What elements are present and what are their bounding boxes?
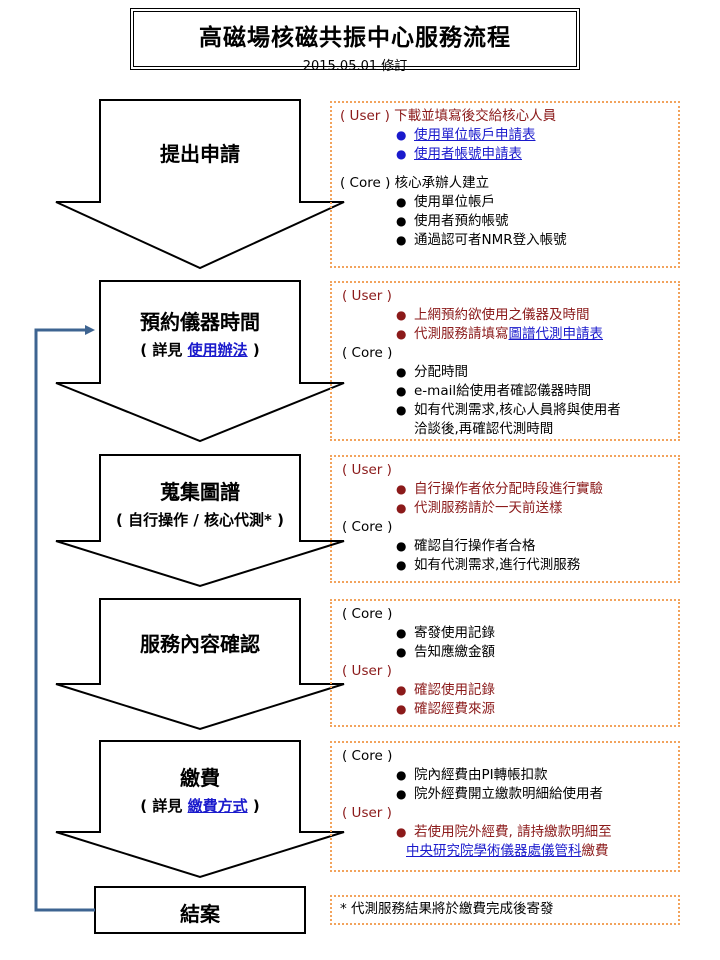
list-item: ●如有代測需求,核心人員將與使用者 — [396, 402, 621, 418]
list-item: ●確認自行操作者合格 — [396, 538, 536, 554]
list-item: ●代測服務請填寫圖譜代測申請表 — [396, 326, 604, 342]
apply-user-line: ( User ) 下載並填寫後交給核心人員 — [340, 108, 557, 124]
payment-method-link[interactable]: 繳費方式 — [187, 797, 248, 815]
instrument-office-link[interactable]: 中央研究院學術儀器處儀管科 — [406, 843, 582, 859]
step-arrow-payment — [55, 740, 345, 879]
list-item: ●寄發使用記錄 — [396, 625, 495, 641]
usage-rules-link[interactable]: 使用辦法 — [187, 341, 248, 359]
detail-box-confirm: ( Core ) ●寄發使用記錄 ●告知應繳金額 ( User ) ●確認使用記… — [330, 599, 680, 727]
step-label-confirm: 服務內容確認 — [140, 632, 260, 656]
detail-box-close: * 代測服務結果將於繳費完成後寄發 — [330, 895, 680, 925]
list-item: ●院外經費開立繳款明細給使用者 — [396, 786, 603, 802]
revision-date: 2015.05.01 修訂 — [302, 59, 408, 74]
step-label-collect: 蒐集圖譜 ( 自行操作 / 核心代測* ) — [116, 480, 284, 529]
step-label-reserve: 預約儀器時間 ( 詳見 使用辦法 ) — [140, 310, 260, 359]
list-item: ●使用者帳號申請表 — [396, 146, 522, 162]
confirm-core-role: ( Core ) — [342, 606, 393, 622]
title-box: 高磁場核磁共振中心服務流程 2015.05.01 修訂 — [130, 8, 580, 74]
list-item: ●確認使用記錄 — [396, 682, 495, 698]
step-arrow-confirm — [55, 598, 345, 731]
list-item: ●若使用院外經費, 請持繳款明細至 — [396, 824, 612, 840]
reserve-core-role: ( Core ) — [342, 345, 393, 361]
confirm-user-role: ( User ) — [342, 663, 392, 679]
list-item: ●使用者預約帳號 — [396, 213, 509, 229]
list-item: ●代測服務請於一天前送樣 — [396, 500, 563, 516]
list-item: ●告知應繳金額 — [396, 644, 495, 660]
list-item: ●院內經費由PI轉帳扣款 — [396, 767, 548, 783]
list-item: ●如有代測需求,進行代測服務 — [396, 557, 581, 573]
step-label-payment: 繳費 ( 詳見 繳費方式 ) — [140, 766, 260, 815]
list-item: ●使用單位帳戶申請表 — [396, 127, 536, 143]
unit-account-form-link[interactable]: 使用單位帳戶申請表 — [414, 127, 536, 143]
apply-core-line: ( Core ) 核心承辦人建立 — [340, 175, 490, 191]
spectrum-request-form-link[interactable]: 圖譜代測申請表 — [508, 326, 604, 342]
list-item: ●自行操作者依分配時段進行實驗 — [396, 481, 603, 497]
list-item: ●使用單位帳戶 — [396, 194, 495, 210]
step-label-close: 結案 — [180, 902, 220, 926]
step-label-apply: 提出申請 — [160, 142, 240, 166]
detail-box-reserve: ( User ) ●上網預約欲使用之儀器及時間 ●代測服務請填寫圖譜代測申請表 … — [330, 281, 680, 441]
list-item: ●通過認可者NMR登入帳號 — [396, 232, 567, 248]
step-arrow-collect — [55, 454, 345, 588]
step-arrow-reserve — [55, 280, 345, 443]
feedback-arrow — [34, 325, 95, 912]
detail-box-apply: ( User ) 下載並填寫後交給核心人員 ●使用單位帳戶申請表 ●使用者帳號申… — [330, 101, 680, 268]
collect-core-role: ( Core ) — [342, 519, 393, 535]
close-note: * 代測服務結果將於繳費完成後寄發 — [340, 901, 554, 917]
list-item: ●分配時間 — [396, 364, 468, 380]
list-item: ●上網預約欲使用之儀器及時間 — [396, 307, 590, 323]
collect-user-role: ( User ) — [342, 462, 392, 478]
payment-core-role: ( Core ) — [342, 748, 393, 764]
list-item: ●確認經費來源 — [396, 701, 495, 717]
step-box-close — [94, 886, 306, 934]
payment-user-role: ( User ) — [342, 805, 392, 821]
list-item: 洽談後,再確認代測時間 — [414, 421, 554, 437]
list-item: ●e-mail給使用者確認儀器時間 — [396, 383, 592, 399]
reserve-user-role: ( User ) — [342, 288, 392, 304]
step-arrow-apply — [55, 99, 345, 270]
detail-box-collect: ( User ) ●自行操作者依分配時段進行實驗 ●代測服務請於一天前送樣 ( … — [330, 455, 680, 583]
page-title: 高磁場核磁共振中心服務流程 — [199, 25, 511, 51]
list-item: 中央研究院學術儀器處儀管科繳費 — [406, 843, 609, 859]
user-account-form-link[interactable]: 使用者帳號申請表 — [414, 146, 522, 162]
detail-box-payment: ( Core ) ●院內經費由PI轉帳扣款 ●院外經費開立繳款明細給使用者 ( … — [330, 741, 680, 872]
